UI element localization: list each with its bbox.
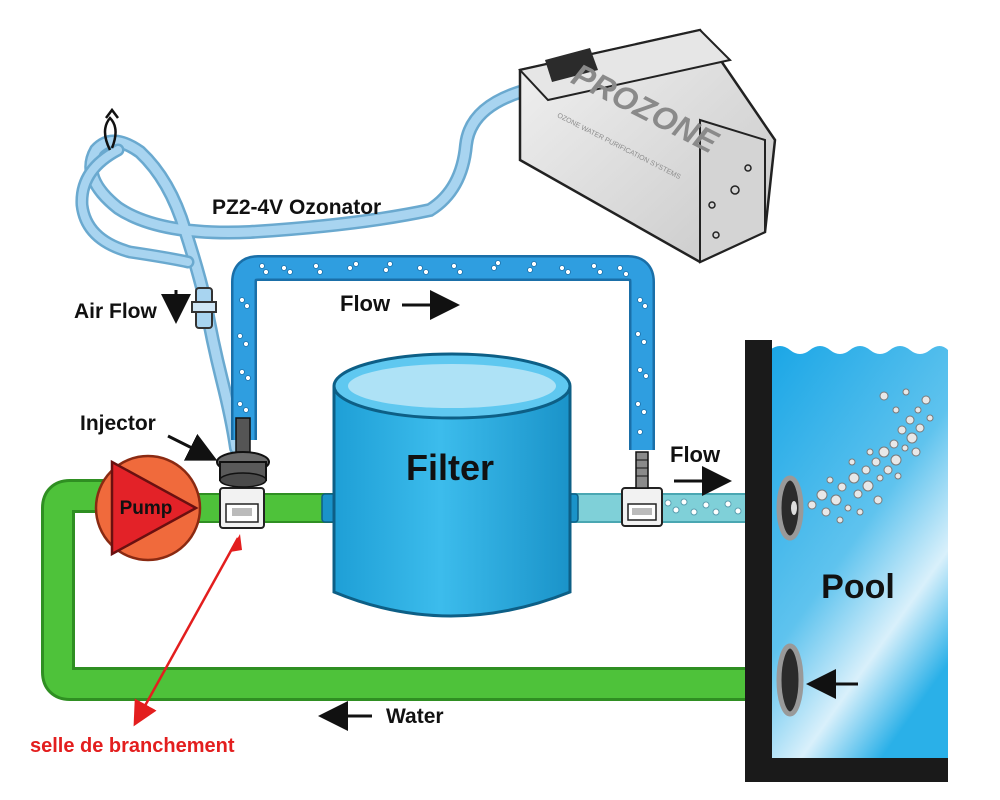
pump-label: Pump [120,498,173,519]
saddle-annotation-arrow [133,537,240,727]
filter-tank: Filter [321,352,579,618]
ozone-flow-pipe [231,255,655,450]
ozonator-label: PZ2-4V Ozonator [212,196,381,219]
pool-suction-inlet [776,643,804,717]
flow-right-label: Flow [670,442,721,467]
filter-label: Filter [406,447,494,488]
pool-return-jet [776,475,804,541]
injector-pointer-arrow [167,433,218,461]
outlet-saddle [621,451,663,527]
pump-arrow-icon [110,459,199,557]
injector [216,417,270,488]
saddle-annotation-label: selle de branchement [30,735,235,757]
injector-label: Injector [80,412,156,435]
outflow-bubbles [664,498,742,516]
flow-top-label: Flow [340,291,391,316]
ozone-bubbles-in-pipe [237,260,649,435]
injector-saddle [219,487,265,529]
saddle-annotation-arrowhead-icon [230,534,242,552]
water-label: Water [386,705,444,728]
air-check-valve [191,287,217,329]
prozone-ozonator: PROZONE OZONE WATER PURIFICATION SYSTEMS [518,28,777,264]
air-flow-label: Air Flow [74,300,157,323]
hose-knot-icon [103,107,119,151]
return-water-pipe [41,479,755,701]
pool-wall [745,340,948,782]
pool: Pool [745,340,948,782]
pump: Pump [94,454,202,562]
pool-label: Pool [821,568,895,606]
ozone-bubble-plume [807,388,934,524]
